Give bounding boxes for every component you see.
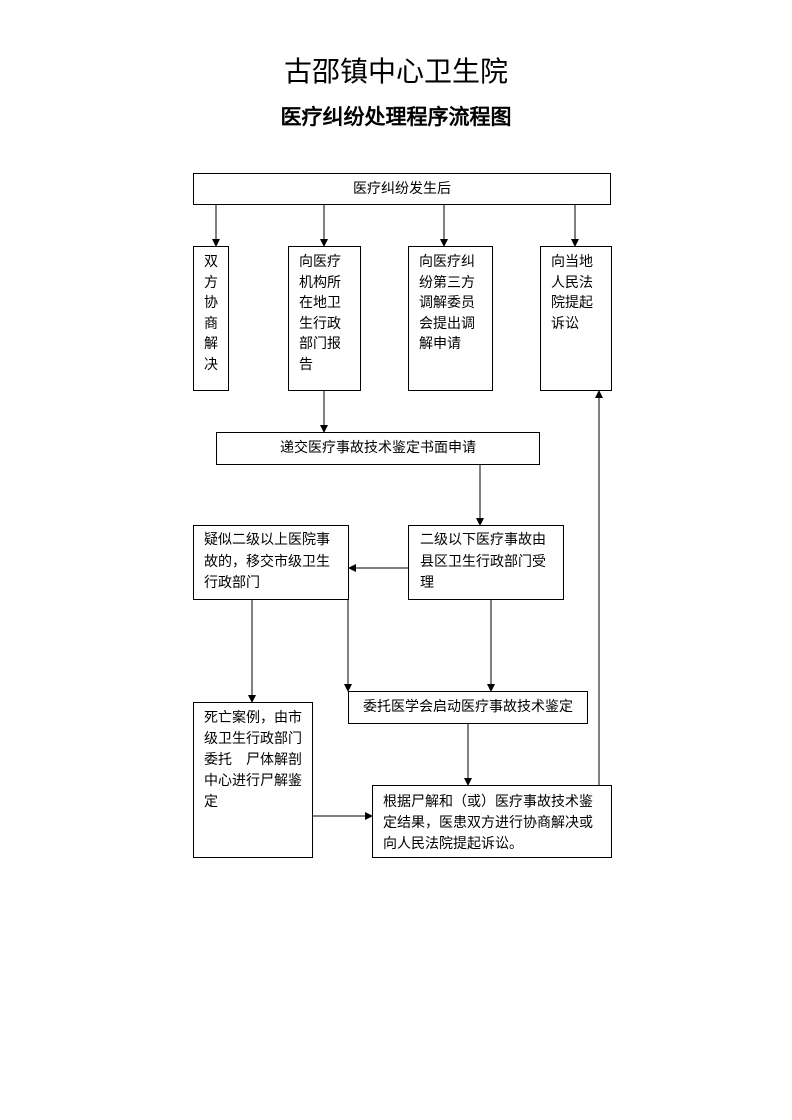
node-resolution-line: 向人民法院提起诉讼。: [383, 837, 523, 852]
node-mediation-line: 会提出调: [419, 316, 475, 332]
organization-title: 古邵镇中心卫生院: [283, 55, 508, 88]
node-autopsy-line: 级卫生行政部门: [204, 732, 302, 747]
node-resolution-line: 根据尸解和（或）医疗事故技术鉴: [383, 795, 593, 810]
node-county-level-line: 理: [420, 576, 434, 591]
node-appraisal-request-line: 递交医疗事故技术鉴定书面申请: [280, 441, 476, 456]
node-city-level-line: 行政部门: [204, 576, 260, 591]
node-negotiate-line: 方: [204, 275, 218, 291]
node-dispute-occurs-line: 医疗纠纷发生后: [353, 181, 451, 197]
node-third-party-mediation: 向医疗纠 纷第三方 调解委员 会提出调 解申请: [408, 246, 493, 391]
node-court-lawsuit: 向当地 人民法 院提起 诉讼: [540, 246, 612, 391]
node-resolution-line: 定结果，医患双方进行协商解决或: [383, 816, 593, 831]
node-mediation-line: 解申请: [419, 337, 461, 352]
node-lawsuit-line: 诉讼: [551, 316, 579, 332]
node-city-level: 疑似二级以上医院事 故的，移交市级卫生 行政部门: [193, 525, 349, 600]
node-report-line: 告: [299, 357, 313, 373]
node-medical-association: 委托医学会启动医疗事故技术鉴定: [348, 691, 588, 724]
node-report-line: 部门报: [299, 337, 341, 352]
node-report-line: 机构所: [299, 275, 341, 291]
node-mediation-line: 调解委员: [419, 296, 475, 311]
node-medical-association-line: 委托医学会启动医疗事故技术鉴定: [363, 700, 573, 715]
node-report-line: 向医疗: [299, 255, 341, 270]
node-county-level: 二级以下医疗事故由 县区卫生行政部门受 理: [408, 525, 564, 600]
node-negotiate-line: 解: [204, 337, 218, 352]
node-negotiate-line: 双: [204, 255, 218, 270]
node-lawsuit-line: 向当地: [551, 255, 593, 270]
node-autopsy-line: 定: [204, 795, 218, 810]
node-autopsy-line: 中心进行尸解鉴: [204, 774, 302, 789]
node-appraisal-request: 递交医疗事故技术鉴定书面申请: [216, 432, 540, 465]
node-lawsuit-line: 人民法: [551, 275, 593, 291]
node-lawsuit-line: 院提起: [551, 296, 593, 311]
node-city-level-line: 疑似二级以上医院事: [204, 533, 330, 548]
node-negotiate-line: 商: [204, 316, 218, 332]
node-mediation-line: 纷第三方: [419, 275, 475, 291]
node-autopsy-line: 死亡案例，由市: [204, 711, 302, 726]
node-negotiate: 双 方 协 商 解 决: [193, 246, 229, 391]
node-county-level-line: 县区卫生行政部门受: [420, 554, 546, 570]
node-autopsy: 死亡案例，由市 级卫生行政部门 委托 尸体解剖 中心进行尸解鉴 定: [193, 702, 313, 858]
node-report-health-dept: 向医疗 机构所 在地卫 生行政 部门报 告: [288, 246, 361, 391]
node-mediation-line: 向医疗纠: [419, 255, 475, 270]
node-city-level-line: 故的，移交市级卫生: [204, 554, 330, 570]
node-negotiate-line: 决: [204, 357, 218, 373]
node-county-level-line: 二级以下医疗事故由: [420, 533, 546, 548]
node-report-line: 生行政: [299, 316, 341, 332]
node-report-line: 在地卫: [299, 296, 341, 311]
node-autopsy-line: 委托 尸体解剖: [204, 753, 302, 768]
node-negotiate-line: 协: [204, 296, 218, 311]
node-resolution: 根据尸解和（或）医疗事故技术鉴 定结果，医患双方进行协商解决或 向人民法院提起诉…: [372, 785, 612, 858]
node-dispute-occurs: 医疗纠纷发生后: [193, 173, 611, 205]
flowchart-title: 医疗纠纷处理程序流程图: [280, 105, 512, 129]
